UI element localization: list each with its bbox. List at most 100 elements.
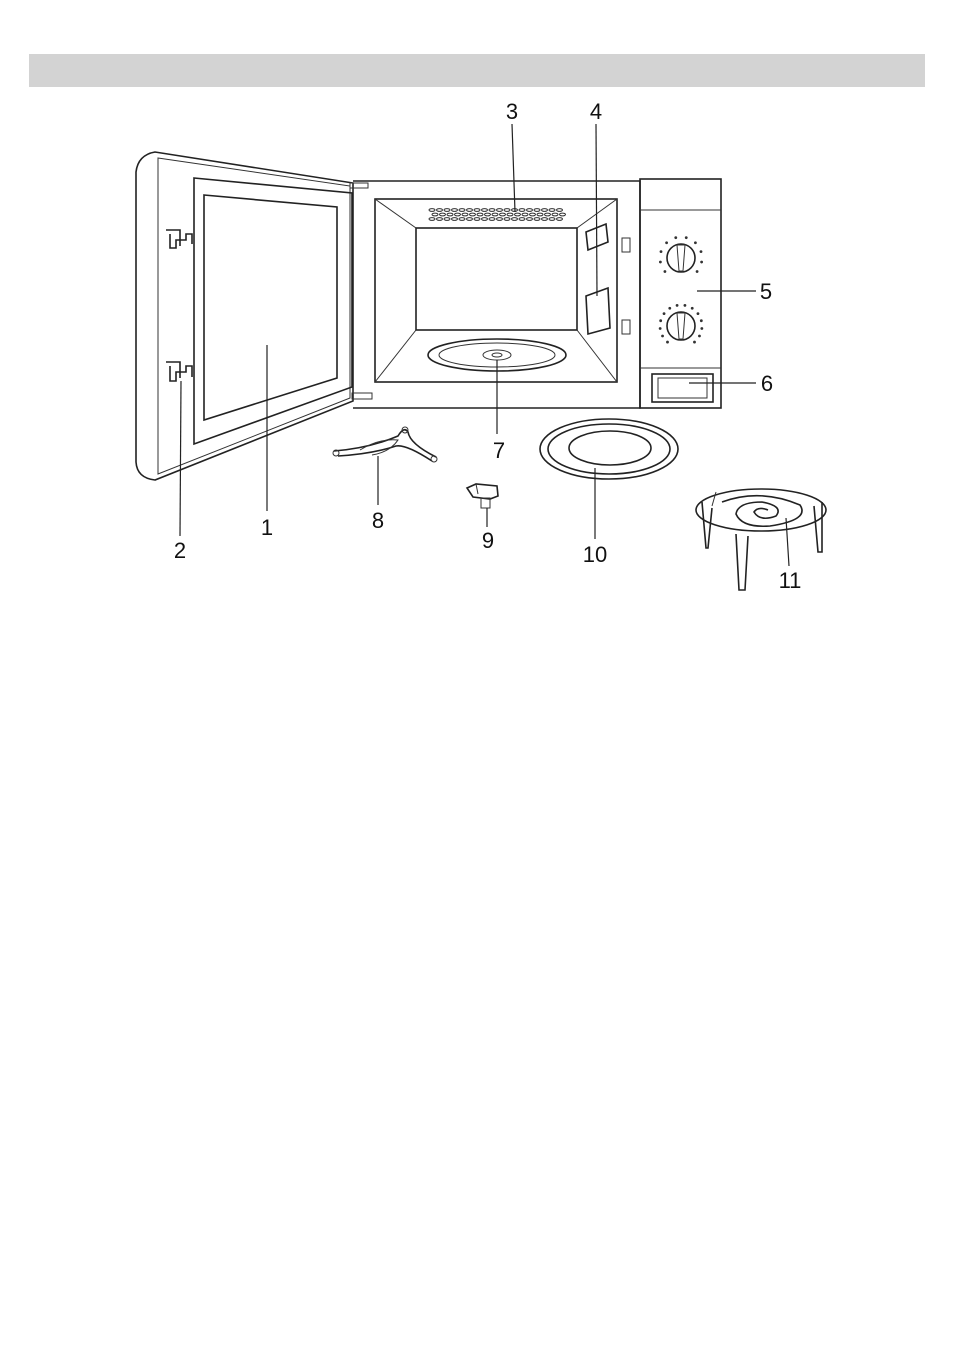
microwave-door — [136, 152, 372, 480]
glass-tray — [540, 419, 678, 479]
power-knob — [659, 236, 703, 273]
vent-hole — [519, 209, 525, 212]
vent-hole — [447, 213, 453, 216]
vent-hole — [470, 213, 476, 216]
dial-marking — [685, 236, 688, 239]
vent-hole — [542, 218, 548, 221]
vent-hole — [560, 213, 566, 216]
vent-hole — [462, 213, 468, 216]
timer-knob — [659, 304, 703, 344]
coupler — [467, 484, 498, 508]
vent-hole — [429, 209, 435, 212]
vent-hole — [545, 213, 551, 216]
callout-3: 3 — [506, 99, 518, 124]
vent-hole — [432, 213, 438, 216]
vent-hole — [552, 213, 558, 216]
dial-marking — [665, 241, 668, 244]
vent-hole — [542, 209, 548, 212]
dial-marking — [659, 327, 662, 330]
vent-hole — [455, 213, 461, 216]
vent-hole — [497, 209, 503, 212]
door-latch-lower — [166, 362, 192, 381]
vent-hole — [557, 209, 563, 212]
dial-marking — [663, 312, 666, 315]
vent-hole — [429, 218, 435, 221]
dial-marking — [700, 319, 703, 322]
vent-hole — [474, 209, 480, 212]
callout-4: 4 — [590, 99, 602, 124]
dial-marking — [660, 250, 663, 253]
vent-hole — [534, 209, 540, 212]
vent-hole — [482, 209, 488, 212]
dial-marking — [694, 241, 697, 244]
vent-hole — [459, 209, 465, 212]
vent-hole — [557, 218, 563, 221]
callout-7: 7 — [493, 438, 505, 463]
vent-hole — [537, 213, 543, 216]
door-latch-upper — [166, 230, 192, 248]
vent-hole — [437, 218, 443, 221]
vent-hole — [497, 218, 503, 221]
dial-marking — [661, 335, 664, 338]
vent-hole — [534, 218, 540, 221]
vent-hole — [474, 218, 480, 221]
vent-hole — [527, 218, 533, 221]
dial-marking — [659, 319, 662, 322]
vent-hole — [489, 209, 495, 212]
vent-hole — [504, 209, 510, 212]
dial-marking — [666, 341, 669, 344]
dial-marking — [676, 304, 679, 307]
vent-hole — [549, 218, 555, 221]
dial-marking — [668, 307, 671, 310]
dial-marking — [693, 341, 696, 344]
callout-11: 11 — [779, 568, 802, 593]
vent-hole — [489, 218, 495, 221]
vent-hole — [515, 213, 521, 216]
leader-lines — [180, 124, 789, 566]
waveguide-cover — [586, 224, 610, 334]
vent-hole — [485, 213, 491, 216]
vent-hole — [549, 209, 555, 212]
dial-marking — [691, 307, 694, 310]
vent-hole — [500, 213, 506, 216]
vent-hole — [482, 218, 488, 221]
roller-ring — [333, 427, 437, 462]
vent-hole — [444, 209, 450, 212]
vent-hole — [477, 213, 483, 216]
callout-10: 10 — [583, 542, 607, 567]
vent-grille — [429, 209, 566, 221]
vent-hole — [507, 213, 513, 216]
callout-6: 6 — [761, 371, 773, 396]
callout-9: 9 — [482, 528, 494, 553]
vent-hole — [527, 209, 533, 212]
dial-marking — [684, 304, 687, 307]
vent-hole — [467, 209, 473, 212]
dial-marking — [700, 250, 703, 253]
vent-hole — [467, 218, 473, 221]
dial-marking — [674, 236, 677, 239]
vent-hole — [444, 218, 450, 221]
vent-hole — [504, 218, 510, 221]
vent-hole — [452, 218, 458, 221]
vent-hole — [492, 213, 498, 216]
dial-marking — [664, 270, 667, 273]
callout-2: 2 — [174, 538, 186, 563]
dial-marking — [659, 261, 662, 264]
vent-hole — [437, 209, 443, 212]
dial-marking — [700, 261, 703, 264]
dial-marking — [696, 270, 699, 273]
vent-hole — [440, 213, 446, 216]
callout-1: 1 — [261, 515, 273, 540]
dial-marking — [698, 335, 701, 338]
grill-rack — [696, 489, 826, 590]
callout-8: 8 — [372, 508, 384, 533]
display-window — [652, 374, 713, 402]
vent-hole — [452, 209, 458, 212]
dial-marking — [697, 312, 700, 315]
vent-hole — [519, 218, 525, 221]
vent-hole — [530, 213, 536, 216]
vent-hole — [459, 218, 465, 221]
callout-5: 5 — [760, 279, 772, 304]
vent-hole — [522, 213, 528, 216]
